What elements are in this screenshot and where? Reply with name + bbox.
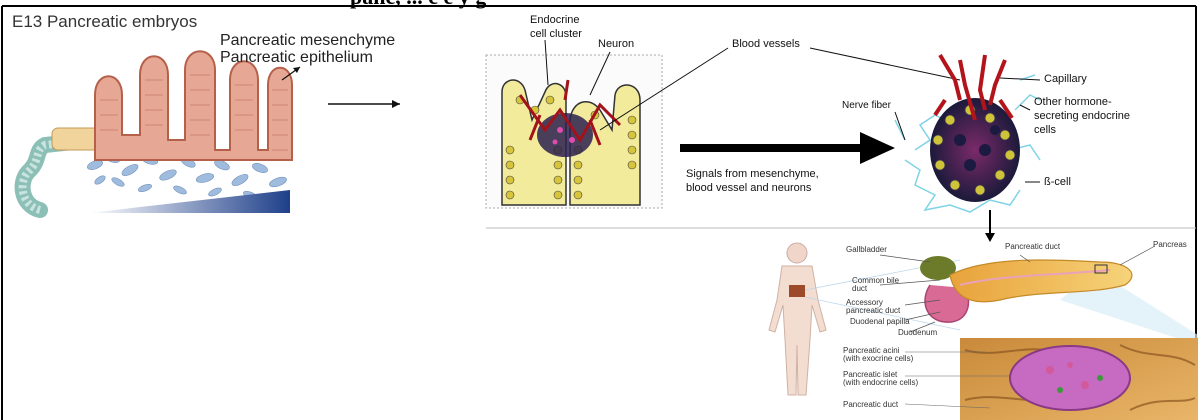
epithelium-label: Pancreatic epithelium [220, 49, 373, 67]
duodenal-papilla-label: Duodenal papilla [850, 317, 910, 326]
pancreatic-duct-label: Pancreatic duct [1005, 242, 1060, 251]
embryo-stage-title: E13 Pancreatic embryos [12, 12, 197, 32]
duct-bottom-label: Pancreatic duct [843, 400, 898, 409]
capillary-label: Capillary [1044, 73, 1087, 85]
islet-label-2: (with endocrine cells) [843, 378, 918, 387]
signals-label-1: Signals from mesenchyme, [686, 168, 819, 180]
gradient-wedge [88, 190, 290, 213]
mesenchyme-label: Pancreatic mesenchyme [220, 32, 395, 50]
epithelium-folds [95, 51, 292, 160]
acini-label-2: (with exocrine cells) [843, 354, 913, 363]
cropped-figure-title: panc, ... c e y g [350, 0, 486, 10]
nerve-fiber-pointer [895, 112, 905, 140]
other-cells-label-2: secreting endocrine [1034, 110, 1130, 122]
signals-label-2: blood vessel and neurons [686, 182, 811, 194]
other-cells-label-1: Other hormone- [1034, 96, 1112, 108]
blood-vessel-pointer-2 [810, 48, 960, 80]
islet-histology [1010, 346, 1130, 410]
accessory-duct-label-2: pancreatic duct [846, 306, 900, 315]
other-cells-label-3: cells [1034, 124, 1056, 136]
beta-cell-label: ß-cell [1044, 176, 1071, 188]
duodenum-label: Duodenum [898, 328, 937, 337]
neuron-label: Neuron [598, 38, 634, 50]
pancreas-label: Pancreas [1153, 240, 1187, 249]
blood-vessels-label: Blood vessels [732, 38, 800, 50]
endocrine-cluster-label-2: cell cluster [530, 28, 582, 40]
gallbladder-label: Gallbladder [846, 245, 887, 254]
endocrine-cluster-label-1: Endocrine [530, 14, 580, 26]
common-bile-duct-label-2: duct [852, 284, 867, 293]
other-cells-pointer [1020, 105, 1030, 110]
pancreas-anatomy [920, 256, 1198, 345]
nerve-fiber-label: Nerve fiber [842, 100, 891, 111]
pancreatic-embryo-illustration [23, 51, 292, 213]
